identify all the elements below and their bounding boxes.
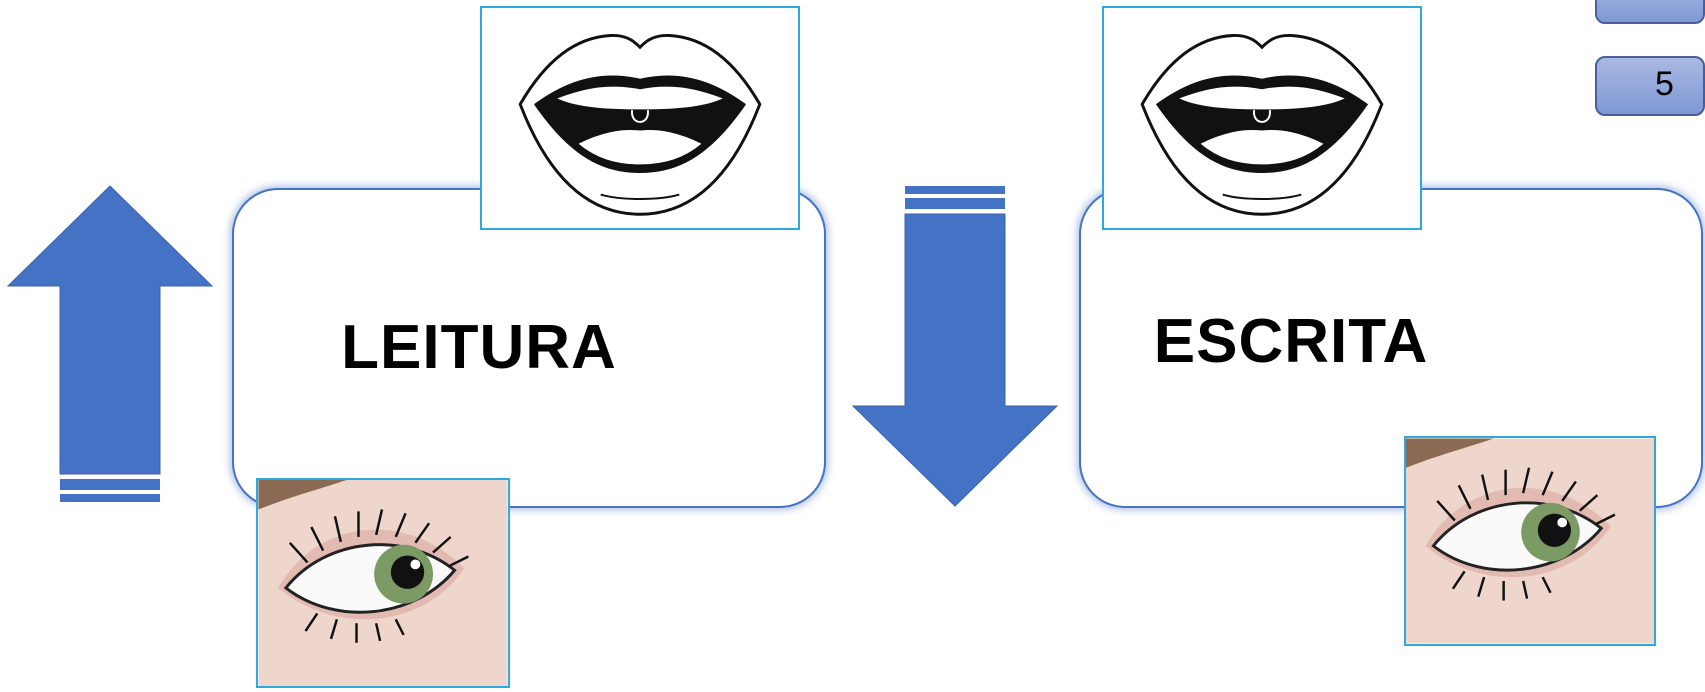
escrita-label: ESCRITA (1153, 307, 1429, 376)
escrita-box: ESCRITA (1079, 188, 1703, 508)
corner-button-top[interactable] (1595, 0, 1705, 24)
eye-image-left (256, 478, 510, 688)
down-arrow-icon (851, 186, 1059, 508)
eye-image-right (1404, 436, 1656, 646)
mouth-image-left (480, 6, 800, 230)
corner-button-slide-label: 5 (1655, 65, 1674, 103)
mouth-icon (518, 34, 762, 216)
up-arrow-icon (6, 185, 214, 506)
mouth-image-right (1102, 6, 1422, 230)
leitura-label: LEITURA (341, 313, 617, 382)
mouth-icon (1140, 34, 1384, 216)
eye-icon (258, 480, 508, 686)
eye-icon (1406, 438, 1654, 644)
leitura-box: LEITURA (232, 188, 826, 508)
corner-button-slide[interactable]: 5 (1595, 56, 1705, 116)
